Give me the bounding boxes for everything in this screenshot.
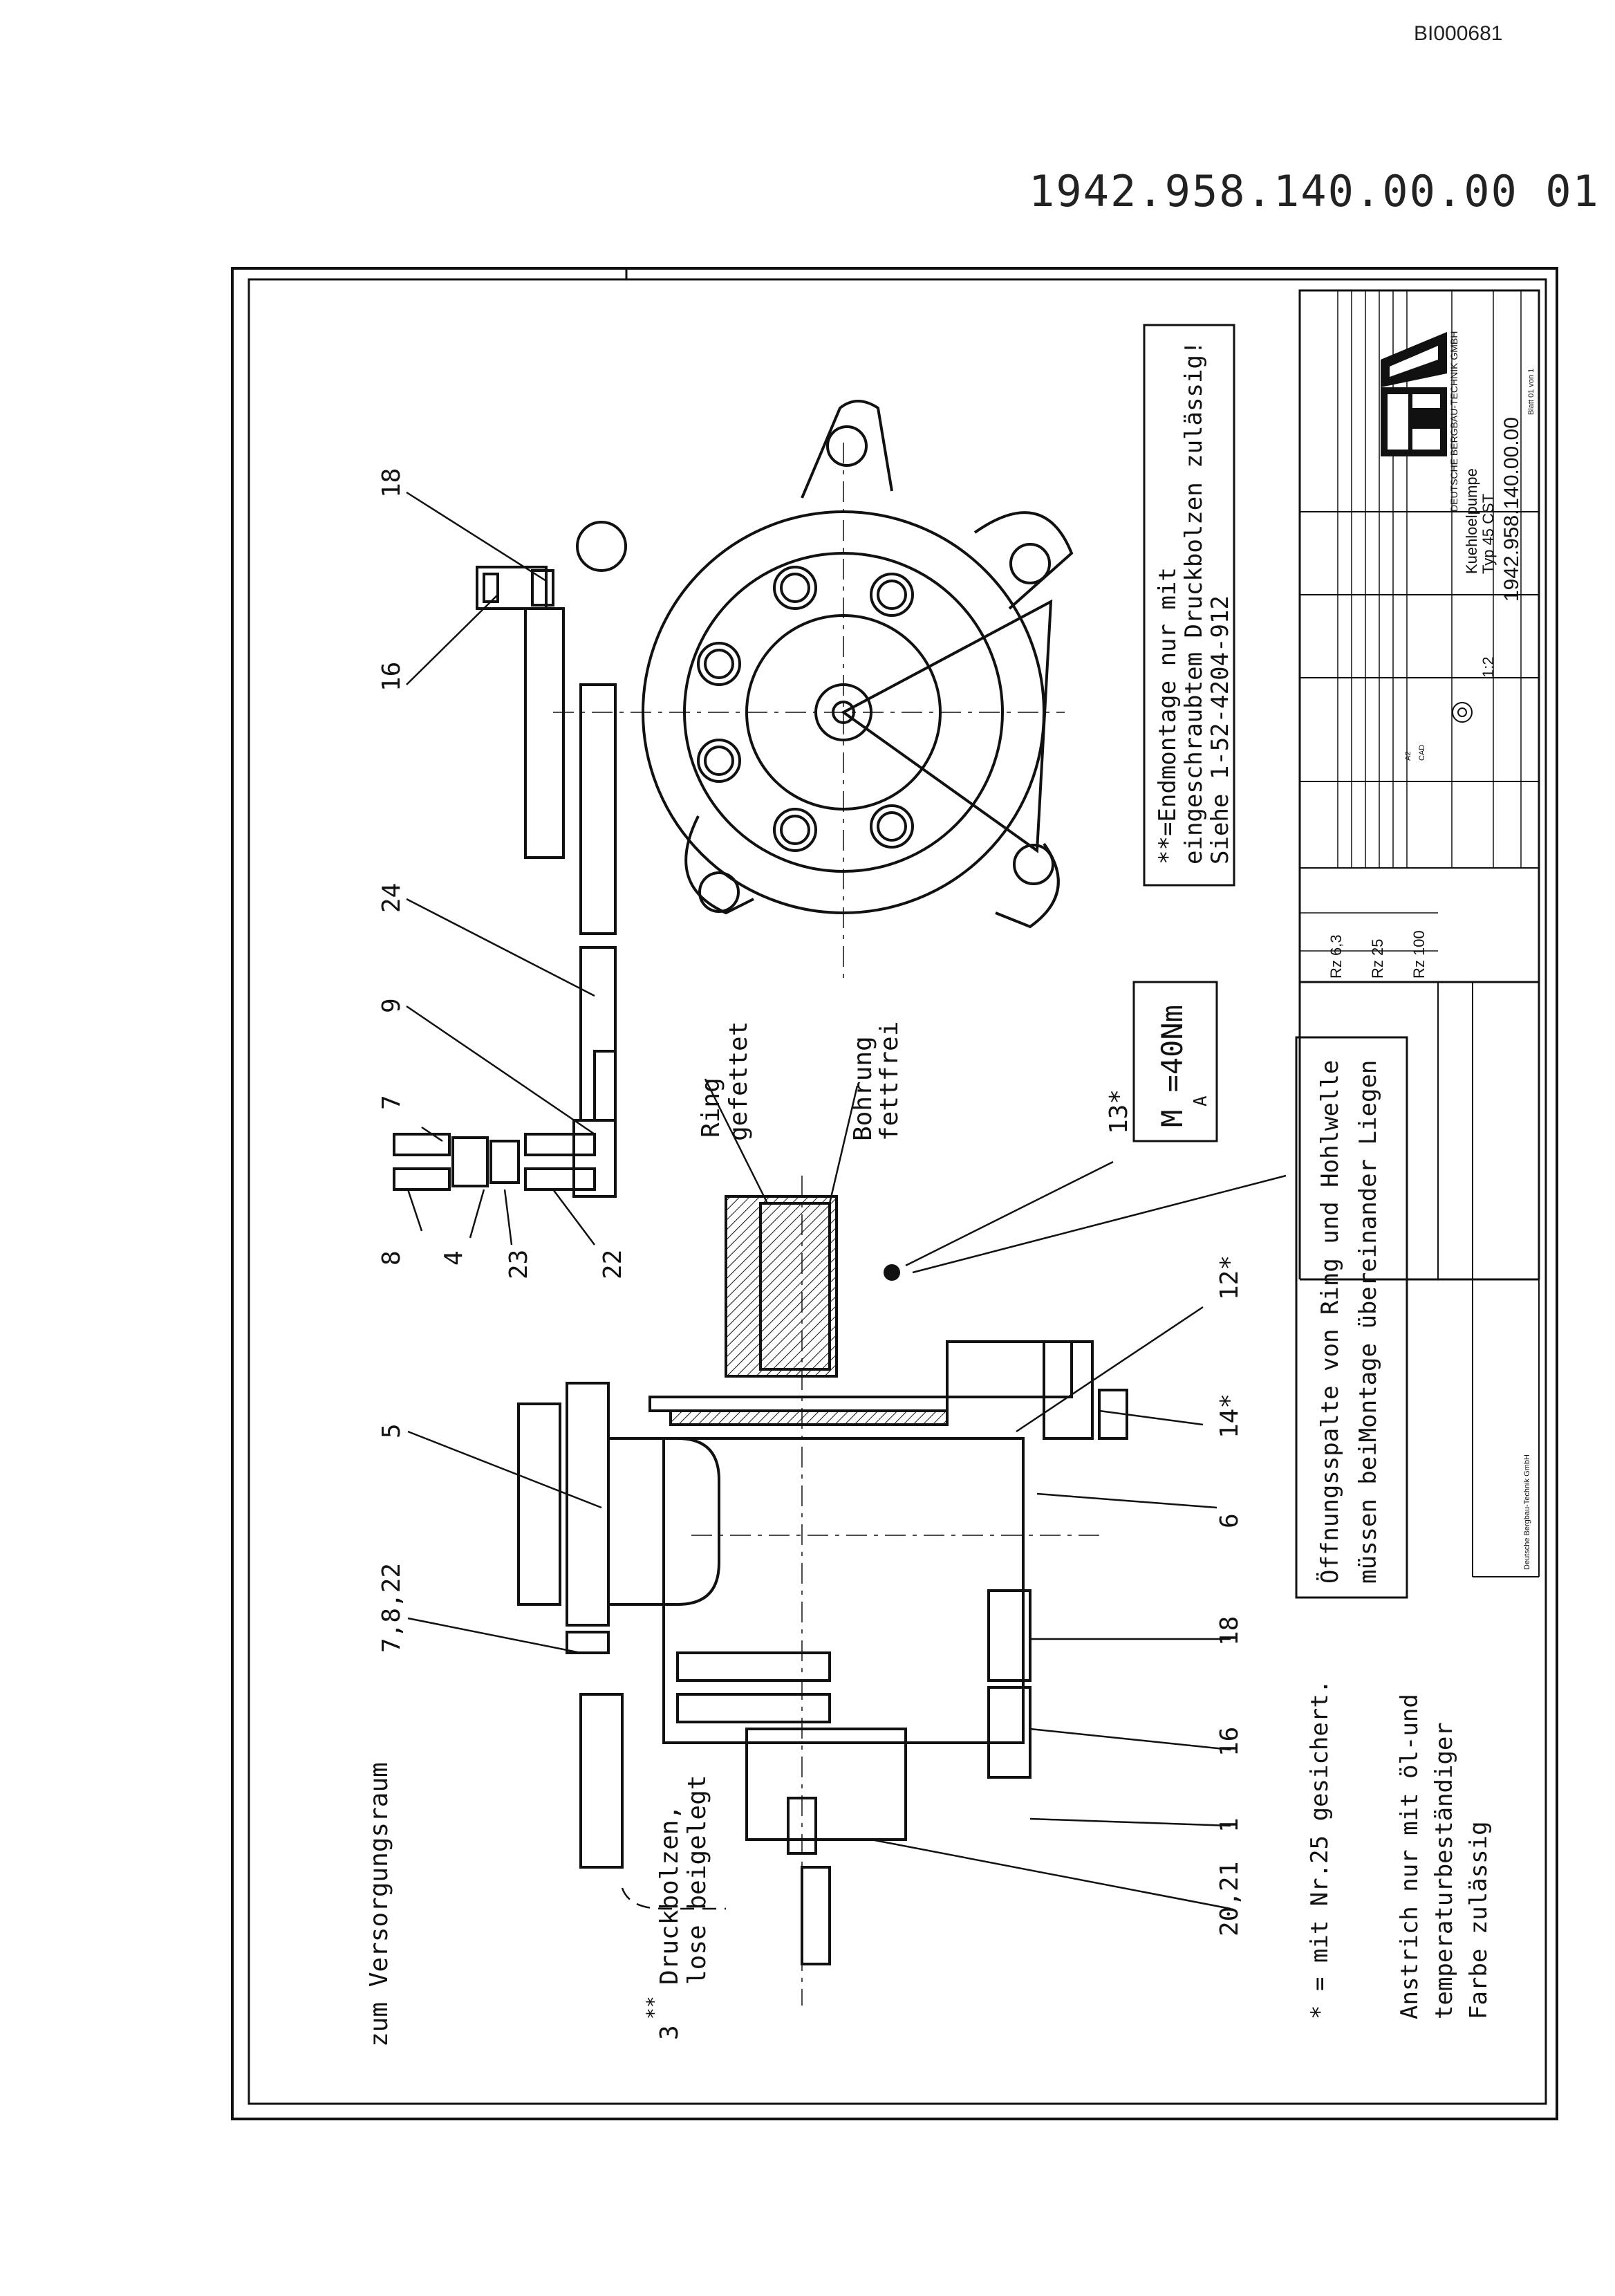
title-block: Rz 100 Rz 25 Rz 6,3 DEUTSCHE BERGBAU-TEC…: [1298, 289, 1540, 1577]
callout-7: 7: [377, 1095, 406, 1110]
paint-note-line2: temperaturbeständiger: [1430, 1722, 1458, 2019]
callout-18-bottom: 18: [1215, 1616, 1244, 1646]
bore-note-line1: Bohrung: [849, 1036, 877, 1141]
callout-numbers: 18 16 24 9 7 8 4 23 22 13* 12* 14* 6 5 7…: [377, 468, 1244, 1936]
callout-24: 24: [377, 883, 406, 913]
paint-note-line1: Anstrich nur mit öl-und: [1396, 1694, 1423, 2019]
dbt-logo: [1381, 332, 1447, 456]
ring-note-line2: gefettet: [725, 1021, 753, 1141]
callout-16-top: 16: [377, 662, 406, 692]
callout-20-21: 20,21: [1215, 1862, 1244, 1936]
callout-12: 12*: [1215, 1255, 1244, 1300]
callout-16-bottom: 16: [1215, 1727, 1244, 1757]
torque-value: M =40Nm: [1155, 1005, 1189, 1127]
torque-box: [1132, 981, 1218, 1142]
surface-rz25: Rz 25: [1369, 939, 1386, 979]
pressure-bolt-stars: **: [642, 1996, 665, 2019]
callout-6: 6: [1215, 1513, 1244, 1528]
secured-note: * = mit Nr.25 gesichert.: [1306, 1680, 1334, 2019]
part-name: Kuehloelpumpe: [1463, 468, 1480, 574]
end-assembly-note-line1: **=Endmontage nur mit: [1154, 567, 1182, 864]
end-assembly-note-box: [1143, 324, 1235, 887]
leader-lines: [406, 491, 1287, 1910]
pressure-bolt-line2: lose beigelegt: [683, 1775, 711, 1985]
gap-note-box: [1295, 1036, 1408, 1599]
ring-note-line1: Ring: [697, 1077, 725, 1138]
cad-mark: CAD: [1418, 745, 1426, 761]
footer-company: Deutsche Bergbau-Technik GmbH: [1523, 1454, 1531, 1570]
pressure-bolt-number: 3: [655, 2025, 684, 2040]
callout-14: 14*: [1215, 1394, 1244, 1438]
fitting-assembly: [393, 1050, 617, 1198]
outer-frame: [231, 267, 1558, 2120]
gap-note-line2: müssen beiMontage übereinander Liegen: [1354, 1060, 1382, 1584]
part-type: Typ 45 CST: [1479, 494, 1497, 574]
surface-rz63: Rz 6,3: [1327, 934, 1345, 979]
company-name: DEUTSCHE BERGBAU-TECHNIK GMBH: [1448, 331, 1459, 512]
callout-23: 23: [505, 1250, 533, 1279]
title-drawing-number: 1942.958.140.00.00: [1500, 417, 1523, 602]
pressure-bolt-line1: Druckbolzen,: [655, 1805, 684, 1985]
pump-section-view: [517, 1176, 1128, 2006]
end-assembly-note-line2: eingeschraubtem Druckbolzen zulässig!: [1180, 341, 1208, 864]
callout-1: 1: [1215, 1817, 1244, 1833]
drawing-number: 1942.958.140.00.00 01: [1029, 166, 1600, 216]
document-id: BI000681: [1414, 22, 1503, 45]
sheet-number: Blatt 01 von 1: [1527, 369, 1535, 415]
paint-note-line3: Farbe zulässig: [1465, 1821, 1493, 2019]
torque-subscript: A: [1191, 1095, 1211, 1107]
scale: 1:2: [1479, 656, 1497, 678]
supply-room-label: zum Versorgungsraum: [365, 1762, 393, 2047]
bore-note-line2: fettfrei: [875, 1021, 904, 1141]
end-assembly-note-line3: Siehe 1-52-4204-912: [1206, 595, 1234, 864]
callout-7-8-22: 7,8,22: [377, 1563, 406, 1653]
callout-4: 4: [440, 1250, 468, 1266]
callout-18-top: 18: [377, 468, 406, 498]
callout-5: 5: [377, 1423, 406, 1438]
callout-13: 13*: [1105, 1089, 1133, 1134]
surface-rz100: Rz 100: [1410, 930, 1428, 979]
gap-note-line1: Öffnungsspalte von Ring und Hohlwelle: [1316, 1060, 1344, 1584]
pump-end-view: [476, 400, 1074, 1122]
callout-8: 8: [377, 1250, 406, 1266]
format: A2: [1404, 752, 1412, 761]
inner-frame: [248, 278, 1547, 2105]
callout-9: 9: [377, 998, 406, 1013]
callout-22: 22: [599, 1250, 627, 1279]
